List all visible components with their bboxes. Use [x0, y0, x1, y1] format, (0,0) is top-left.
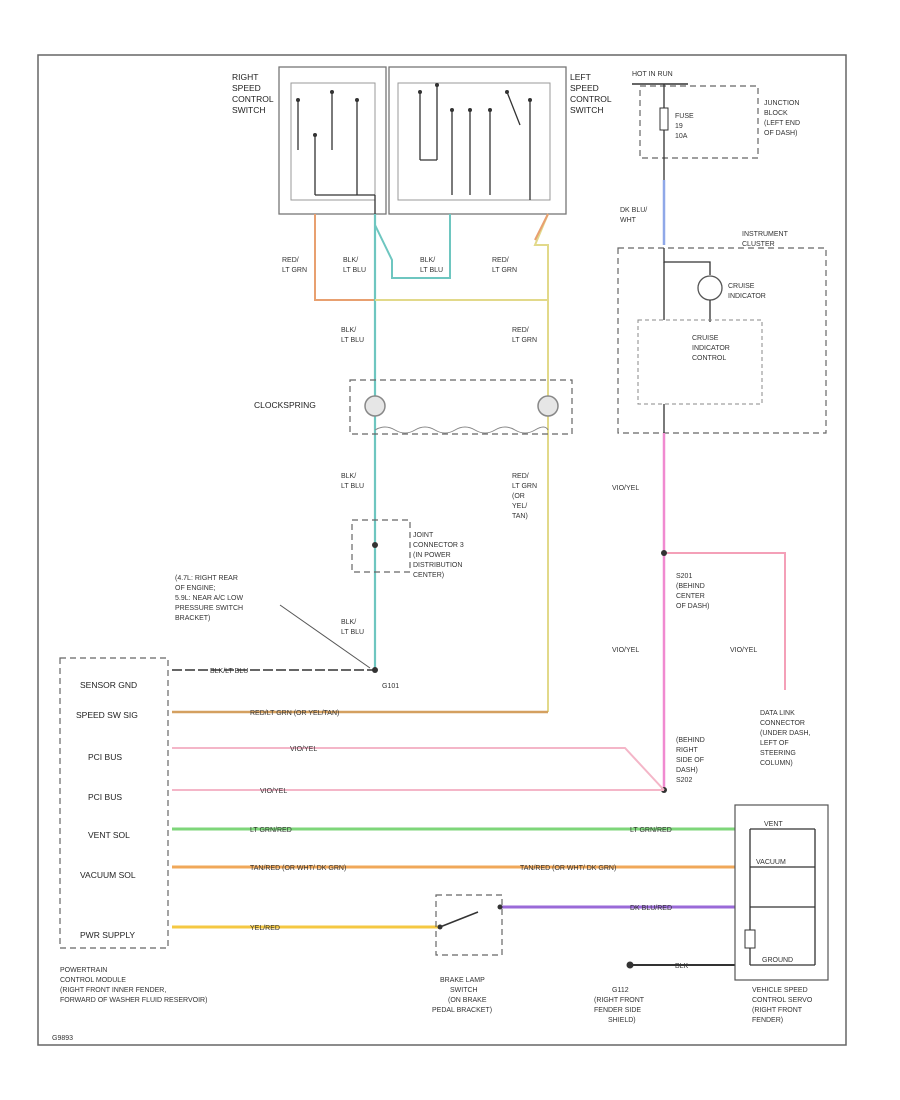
- left-switch-inner: [397, 82, 551, 201]
- wire-label-blk-lt-blu-1: BLK/LT BLU: [343, 257, 366, 274]
- pcm-pin-vacuum-sol: VACUUM SOL: [80, 870, 136, 880]
- wire-label-tan-red-1: TAN/RED (OR WHT/ DK GRN): [250, 865, 346, 872]
- wire-label-blk-bus: BLK/LT BLU: [210, 668, 248, 675]
- clockspring-label: CLOCKSPRING: [254, 400, 316, 410]
- servo-pin-vacuum: VACUUM: [756, 859, 786, 866]
- footer-code: G9893: [52, 1035, 73, 1042]
- clockspring-box: [349, 379, 573, 435]
- wire-label-red-bus: RED/LT GRN (OR YEL/TAN): [250, 710, 339, 717]
- pcm-pin-pci-bus-2: PCI BUS: [88, 792, 122, 802]
- wire-label-red-lt-grn-3: RED/LT GRN: [512, 327, 537, 344]
- right-switch-box: [278, 66, 387, 215]
- clockspring-coil-left: [364, 395, 386, 417]
- cluster-feed: [663, 248, 711, 275]
- wire-label-blk-lt-blu-4: BLK/LT BLU: [341, 473, 364, 490]
- diagram-frame: [37, 54, 847, 1046]
- wire-vio-yel-dlc: [664, 552, 786, 690]
- wire-label-vio-yel-3: VIO/YEL: [730, 647, 757, 654]
- servo-internal: [749, 828, 816, 966]
- bus-wire-labels: BLK/LT BLU RED/LT GRN (OR YEL/TAN) VIO/Y…: [210, 668, 689, 970]
- wire-label-vio-yel-2: VIO/YEL: [612, 647, 639, 654]
- pcm-pin-pwr-supply: PWR SUPPLY: [80, 930, 135, 940]
- wire-label-yel-red: YEL/RED: [250, 925, 280, 932]
- pcm-pin-labels: SENSOR GND SPEED SW SIG PCI BUS PCI BUS …: [76, 680, 138, 940]
- splice-s201-node: [661, 550, 667, 556]
- wire-red-lt-grn-right: [314, 214, 375, 301]
- joint-connector-node: [372, 542, 378, 548]
- servo-coil-icon: [744, 929, 756, 949]
- ground-g101-label: G101: [382, 683, 399, 690]
- switch-contact-dots: [296, 83, 532, 137]
- servo-pin-vent: VENT: [764, 821, 783, 828]
- brake-switch-contact: [497, 904, 503, 910]
- wire-label-lt-grn-red-2: LT GRN/RED: [630, 827, 672, 834]
- wire-blk-lt-blu-left: [374, 214, 451, 279]
- wire-label-red-lt-grn-2: RED/LT GRN: [492, 257, 517, 274]
- pcm-box: [59, 657, 169, 949]
- pcm-pin-vent-sol: VENT SOL: [88, 830, 130, 840]
- wire-label-blk-lt-blu-3: BLK/LT BLU: [341, 327, 364, 344]
- wire-label-blk-lt-blu-5: BLK/LT BLU: [341, 619, 364, 636]
- clockspring-coil-right: [537, 395, 559, 417]
- pcm-pin-pci-bus-1: PCI BUS: [88, 752, 122, 762]
- wire-label-lt-grn-red-1: LT GRN/RED: [250, 827, 292, 834]
- joint-connector-box: [351, 519, 411, 573]
- cruise-indicator-lamp-icon: [697, 275, 723, 301]
- wire-label-blk-gnd: BLK: [675, 963, 689, 970]
- wire-label-blk-lt-blu-2: BLK/LT BLU: [420, 257, 443, 274]
- wire-label-vio-bus-1: VIO/YEL: [290, 746, 317, 753]
- pcm-pin-speed-sw-sig: SPEED SW SIG: [76, 710, 138, 720]
- junction-block-box: [639, 85, 759, 159]
- right-switch-inner: [290, 82, 376, 201]
- wire-label-dk-blu-wht: DK BLU/WHT: [620, 207, 647, 224]
- brake-switch-box: [435, 894, 503, 956]
- switch-contacts: [297, 85, 531, 214]
- fuse-icon: [659, 107, 669, 131]
- clockspring-wave: [374, 426, 549, 434]
- wire-label-vio-bus-2: VIO/YEL: [260, 788, 287, 795]
- pcm-pin-sensor-gnd: SENSOR GND: [80, 680, 137, 690]
- wire-red-lt-grn-left: [533, 213, 549, 712]
- brake-switch-pivot: [437, 924, 443, 930]
- ground-g112-node: [626, 961, 634, 969]
- hot-in-run-label: HOT IN RUN: [632, 71, 673, 78]
- wire-red-lt-grn-left-top: [534, 213, 549, 241]
- servo-box: [734, 804, 829, 981]
- wire-label-red-lt-grn-1: RED/LT GRN: [282, 257, 307, 274]
- ground-leader: [279, 604, 371, 669]
- servo-pin-ground: GROUND: [762, 957, 793, 964]
- brake-switch-blade: [439, 911, 479, 928]
- wire-vio-yel-pci-1: [172, 747, 665, 791]
- wire-label-vio-yel-1: VIO/YEL: [612, 485, 639, 492]
- left-switch-box: [388, 66, 567, 215]
- instrument-cluster-box: [617, 247, 827, 434]
- cruise-indicator-control-box: [637, 319, 763, 405]
- servo-pin-labels: VENT VACUUM GROUND: [756, 821, 793, 964]
- wire-label-tan-red-2: TAN/RED (OR WHT/ DK GRN): [520, 865, 616, 872]
- wire-label-dk-blu-red: DK BLU/RED: [630, 905, 672, 912]
